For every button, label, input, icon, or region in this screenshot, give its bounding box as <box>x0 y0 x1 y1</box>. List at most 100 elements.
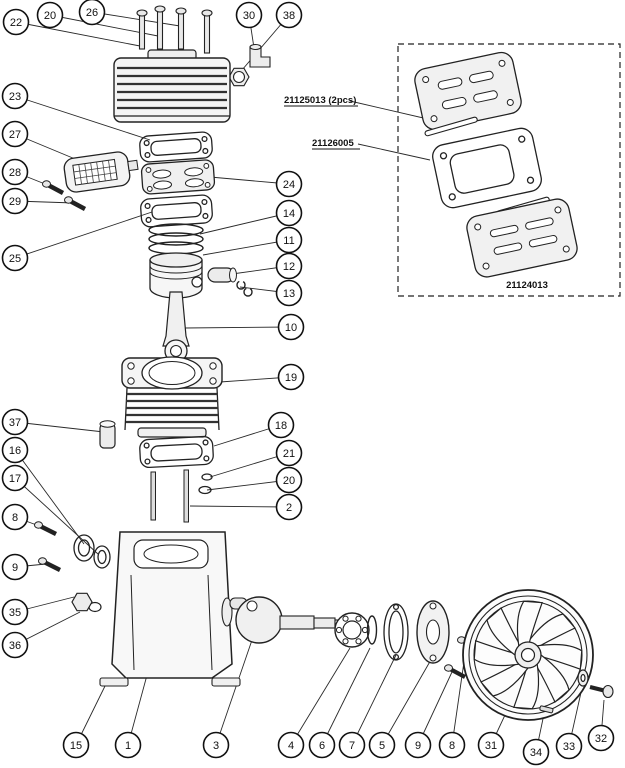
oil-seal-washer <box>73 534 111 569</box>
callout-number: 17 <box>9 473 21 485</box>
valve-plate-kit-inset: 21124013 <box>397 43 621 297</box>
callout-20-right: 20 <box>275 466 303 494</box>
cylinder-base-gasket <box>139 435 214 469</box>
callout-number: 8 <box>12 512 18 524</box>
callout-number: 13 <box>283 288 295 300</box>
callout-circle <box>477 731 505 759</box>
callout-38: 38 <box>275 1 303 29</box>
callout-35: 35 <box>1 598 29 626</box>
shaft-washer <box>577 669 589 687</box>
callout-circle <box>438 731 466 759</box>
cylinder-head <box>113 49 231 123</box>
callout-11: 11 <box>275 226 303 254</box>
valve-plate <box>140 159 216 195</box>
callout-number: 11 <box>283 235 294 247</box>
callout-number: 29 <box>9 196 21 208</box>
callout-number: 22 <box>10 17 22 29</box>
callout-circle <box>1 598 29 626</box>
callout-23: 23 <box>1 82 29 110</box>
callout-1: 1 <box>114 731 142 759</box>
callout-4: 4 <box>277 731 305 759</box>
callout-9-left: 9 <box>1 553 29 581</box>
callout-circle <box>1 158 29 186</box>
callout-circle <box>275 1 303 29</box>
callout-number: 20 <box>283 475 295 487</box>
callout-circle <box>275 252 303 280</box>
crankcase-bolts-left <box>34 521 62 573</box>
callout-circle <box>235 1 263 29</box>
callout-31: 31 <box>477 731 505 759</box>
inset-gasket <box>432 127 542 209</box>
callout-17: 17 <box>1 464 29 492</box>
callout-21: 21 <box>275 439 303 467</box>
callout-circle <box>1 82 29 110</box>
breather-tube <box>99 420 116 449</box>
piston <box>149 252 203 299</box>
callout-number: 9 <box>12 562 18 574</box>
callout-circle <box>1 464 29 492</box>
oil-plug <box>71 592 102 613</box>
callout-number: 6 <box>319 740 325 752</box>
callout-circle <box>275 493 303 521</box>
callout-number: 4 <box>288 740 294 752</box>
callout-circle <box>267 411 295 439</box>
callout-number: 5 <box>379 740 385 752</box>
callout-number: 33 <box>563 741 575 753</box>
piston-rings <box>148 223 204 255</box>
flywheel-key <box>539 705 554 714</box>
callout-number: 1 <box>125 740 131 752</box>
callout-number: 35 <box>9 607 21 619</box>
air-filter-muffler <box>63 151 139 193</box>
callout-circle <box>62 731 90 759</box>
head-gasket <box>139 131 213 163</box>
callout-27: 27 <box>1 120 29 148</box>
callout-number: 24 <box>283 179 295 191</box>
callout-circle <box>338 731 366 759</box>
callout-number: 25 <box>9 253 21 265</box>
callout-20-top: 20 <box>36 1 64 29</box>
filter-nut <box>228 67 250 87</box>
callout-number: 15 <box>70 740 82 752</box>
callout-number: 38 <box>283 10 295 22</box>
callout-circle <box>1 408 29 436</box>
callout-circle <box>1 244 29 272</box>
callout-number: 36 <box>9 640 21 652</box>
crankcase <box>99 531 241 687</box>
inset-valve-plate-bottom <box>466 198 578 278</box>
callout-number: 26 <box>86 7 98 19</box>
callout-6: 6 <box>308 731 336 759</box>
inset-dashed-border <box>397 43 621 297</box>
callout-circle <box>1 120 29 148</box>
callout-10: 10 <box>277 313 305 341</box>
ball-bearing <box>334 612 370 648</box>
filter-bolts <box>42 180 87 211</box>
retaining-washer <box>366 615 378 645</box>
callout-circle <box>277 363 305 391</box>
callout-8-left: 8 <box>1 503 29 531</box>
connecting-rod <box>162 291 190 363</box>
callout-number: 23 <box>9 91 21 103</box>
callout-circle <box>78 0 106 26</box>
plate-gasket <box>140 194 213 228</box>
callout-26: 26 <box>78 0 106 26</box>
callout-circle <box>308 731 336 759</box>
pin-circlips <box>236 280 253 297</box>
bearing-cover <box>416 600 450 664</box>
crankshaft <box>229 596 349 644</box>
callout-number: 21 <box>283 448 295 460</box>
cylinder <box>121 356 223 438</box>
callout-number: 27 <box>9 129 21 141</box>
callout-37: 37 <box>1 408 29 436</box>
callout-number: 18 <box>275 420 287 432</box>
callout-circle <box>404 731 432 759</box>
callout-33: 33 <box>555 732 583 760</box>
callout-number: 12 <box>283 261 295 273</box>
callout-number: 20 <box>44 10 56 22</box>
inset-valve-plate-top <box>414 51 522 131</box>
callout-32: 32 <box>587 724 615 752</box>
part-number-labels: 21125013 (2pcs) 21126005 <box>284 95 360 150</box>
callout-circle <box>522 738 550 766</box>
inset-reed-valves <box>424 116 550 217</box>
callout-circle <box>275 170 303 198</box>
